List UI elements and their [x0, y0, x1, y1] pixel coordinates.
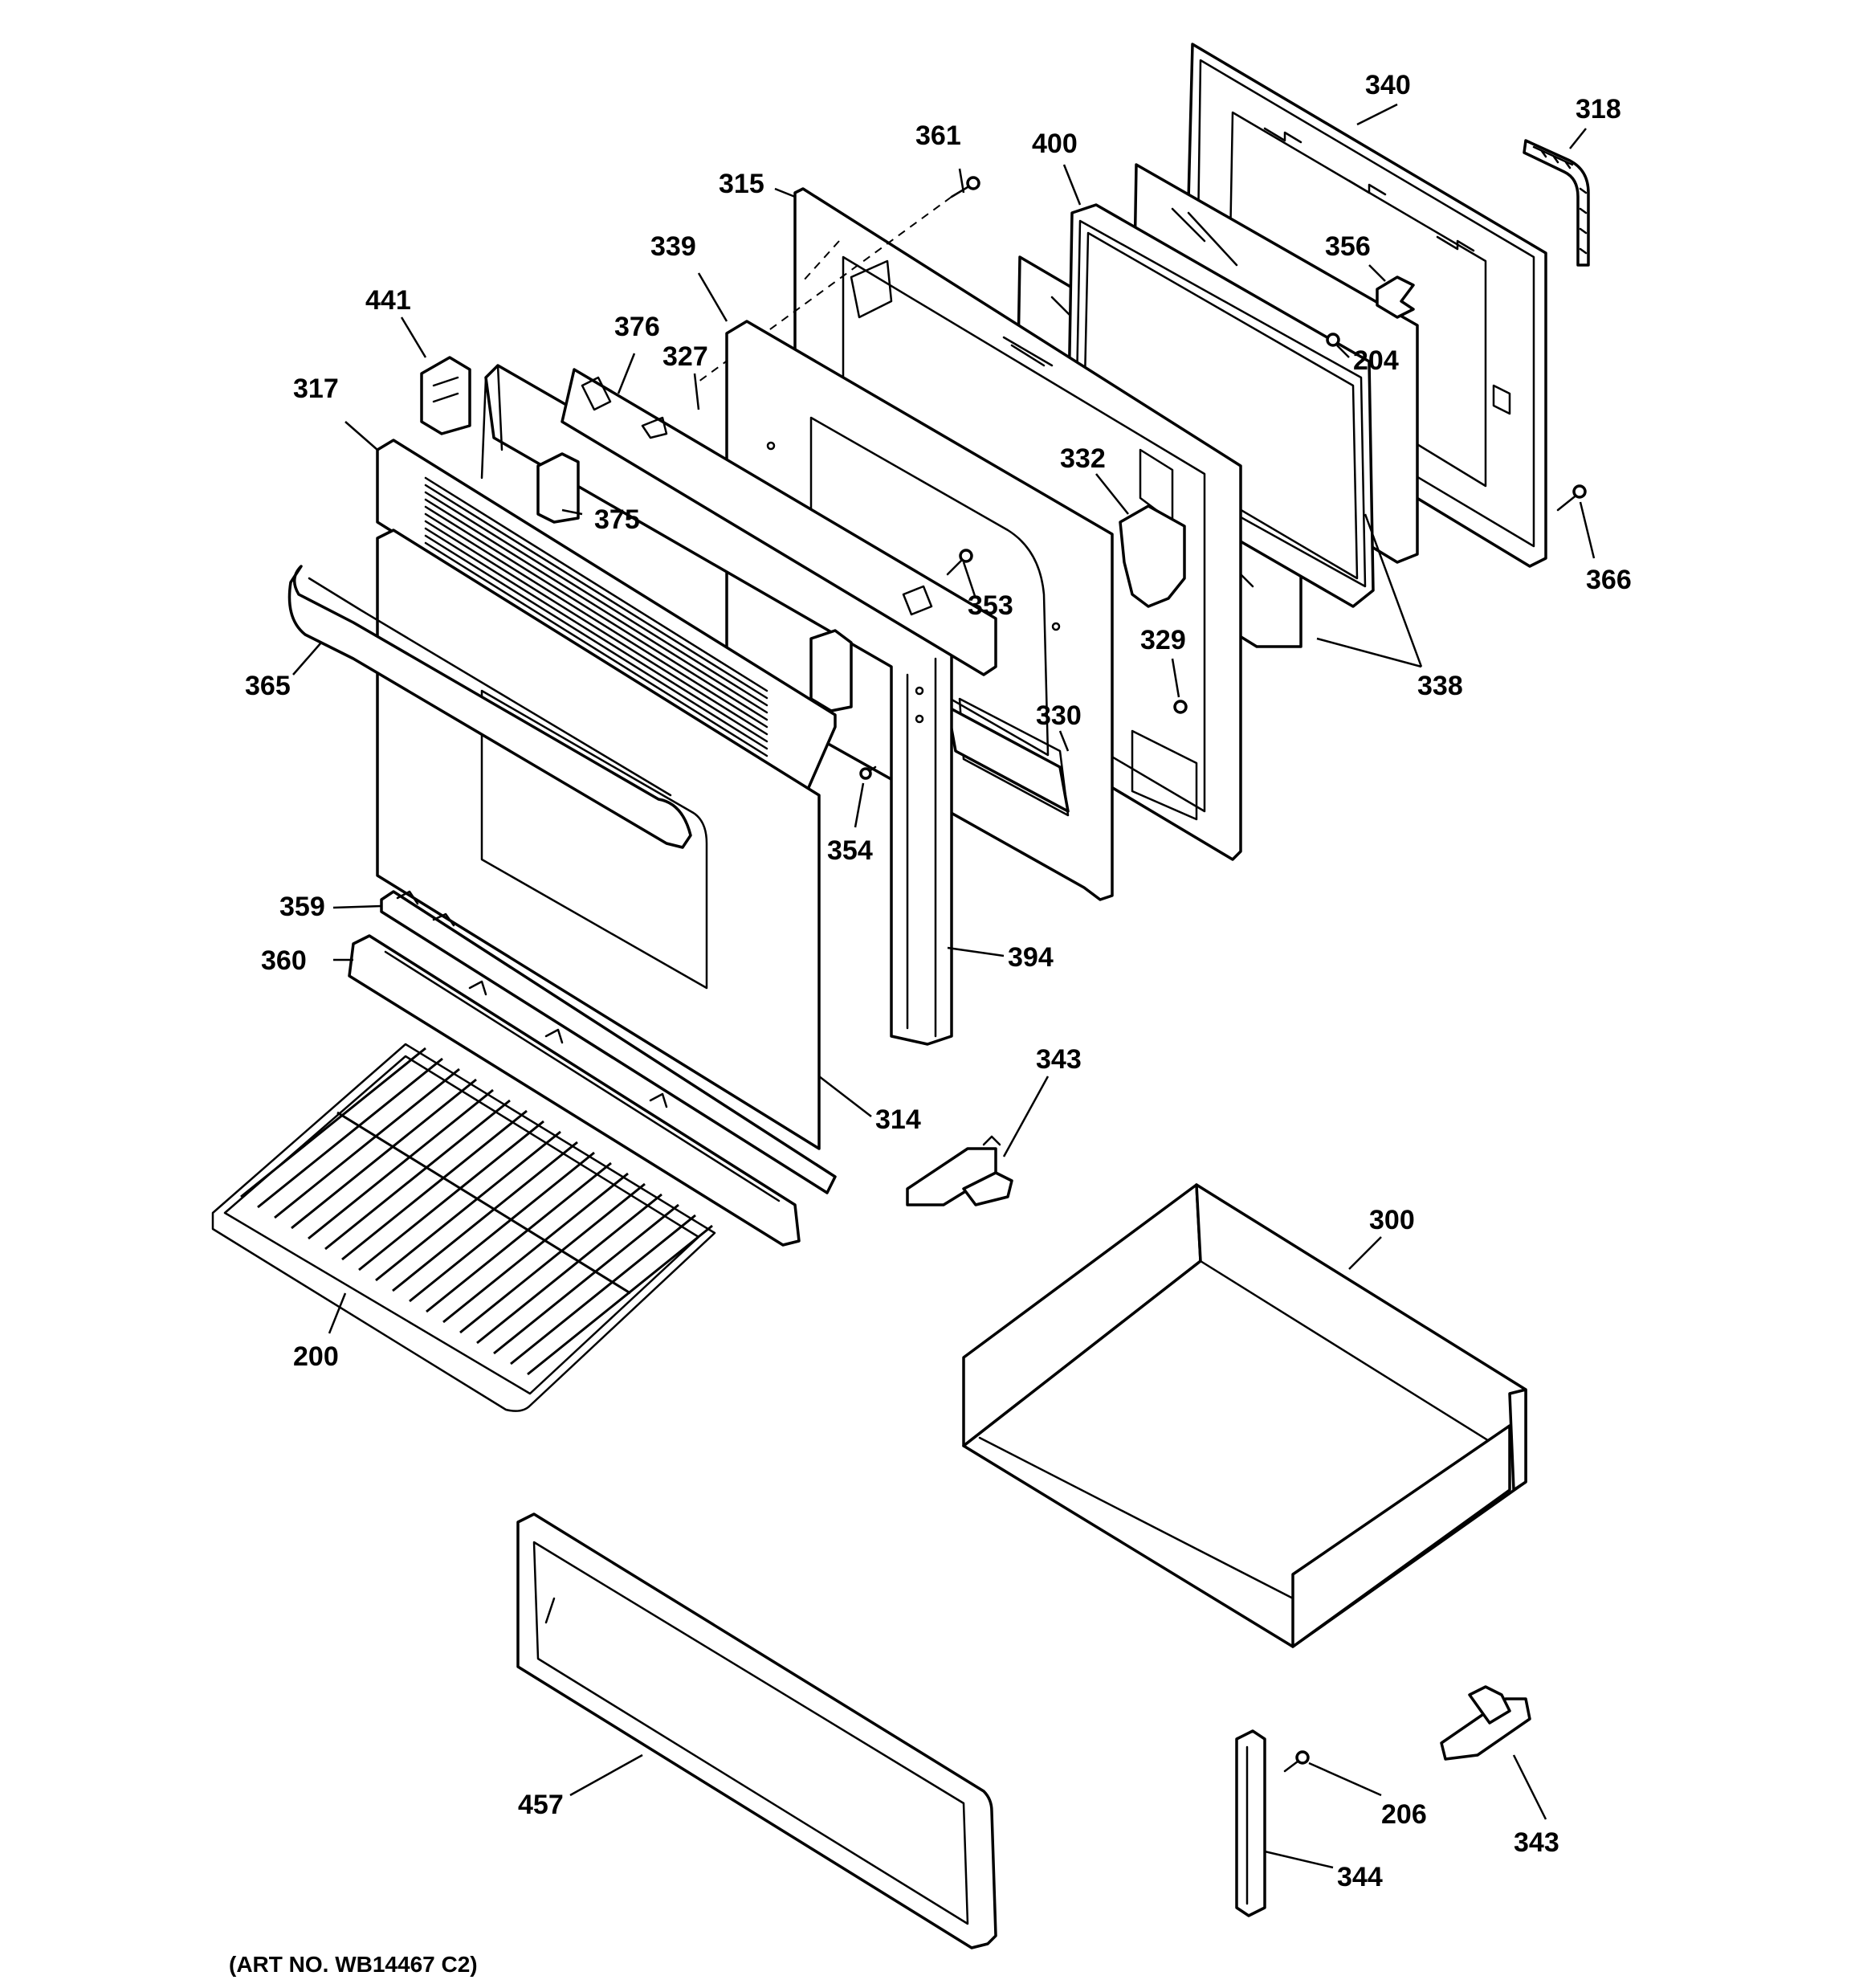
callout-204: 204 [1353, 345, 1399, 376]
callout-360: 360 [261, 945, 307, 976]
part-hinge-bracket-right [809, 629, 853, 712]
part-356-bracket [1376, 276, 1415, 319]
callout-376: 376 [614, 312, 660, 342]
part-457-drawer-front [516, 1512, 997, 1949]
part-206-screw [1283, 1750, 1310, 1773]
callout-375: 375 [594, 504, 640, 535]
callout-317: 317 [293, 374, 339, 404]
part-200-oven-rack [211, 1043, 716, 1412]
part-332-bracket [1119, 504, 1186, 608]
part-366-screw [1556, 484, 1587, 512]
callout-200: 200 [293, 1341, 339, 1372]
leader-lines [292, 103, 1596, 1869]
callout-457: 457 [518, 1790, 564, 1820]
part-343-drawer-stop-lower [1440, 1685, 1531, 1761]
part-361-screw [950, 176, 980, 198]
callout-332: 332 [1060, 443, 1106, 474]
part-353-screw [946, 549, 973, 576]
callout-314: 314 [875, 1104, 921, 1135]
callout-329: 329 [1140, 625, 1186, 655]
part-375-bracket [536, 452, 580, 524]
part-359-bottom-trim [380, 890, 837, 1194]
callout-327: 327 [662, 341, 708, 372]
callout-359: 359 [279, 892, 325, 922]
callout-394: 394 [1008, 942, 1054, 973]
callout-361: 361 [915, 120, 961, 151]
part-365-door-handle [287, 565, 692, 849]
part-318-door-gasket [1523, 139, 1590, 267]
callout-400: 400 [1032, 129, 1078, 159]
part-376-door-frame [480, 364, 997, 1046]
part-300-drawer-box [962, 1183, 1527, 1648]
callout-315: 315 [719, 169, 764, 199]
callout-344: 344 [1337, 1862, 1383, 1892]
callout-300: 300 [1369, 1205, 1415, 1235]
callout-366: 366 [1586, 565, 1632, 595]
callout-340: 340 [1365, 70, 1411, 100]
callout-365: 365 [245, 671, 291, 701]
callout-343-lower: 343 [1514, 1827, 1559, 1858]
callout-318: 318 [1576, 94, 1621, 125]
callout-labels: 340 318 361 400 315 356 339 204 441 376 … [245, 70, 1632, 1892]
callout-206: 206 [1381, 1799, 1427, 1830]
callout-343-upper: 343 [1036, 1044, 1082, 1075]
part-344-drawer-slide [1235, 1729, 1266, 1917]
callout-330: 330 [1036, 700, 1082, 731]
part-354-screw [859, 765, 877, 780]
callout-353: 353 [968, 590, 1013, 621]
art-number: (ART NO. WB14467 C2) [229, 1952, 478, 1977]
callout-354: 354 [827, 835, 873, 866]
callout-338: 338 [1417, 671, 1463, 701]
callout-339: 339 [650, 231, 696, 262]
part-441-hinge-bracket [420, 356, 471, 435]
part-343-drawer-stop-upper [906, 1135, 1013, 1206]
part-360-kickplate [348, 934, 801, 1247]
part-329-screw [1173, 700, 1188, 714]
part-204-screw [1326, 333, 1340, 347]
callout-441: 441 [365, 285, 411, 316]
callout-356: 356 [1325, 231, 1371, 262]
